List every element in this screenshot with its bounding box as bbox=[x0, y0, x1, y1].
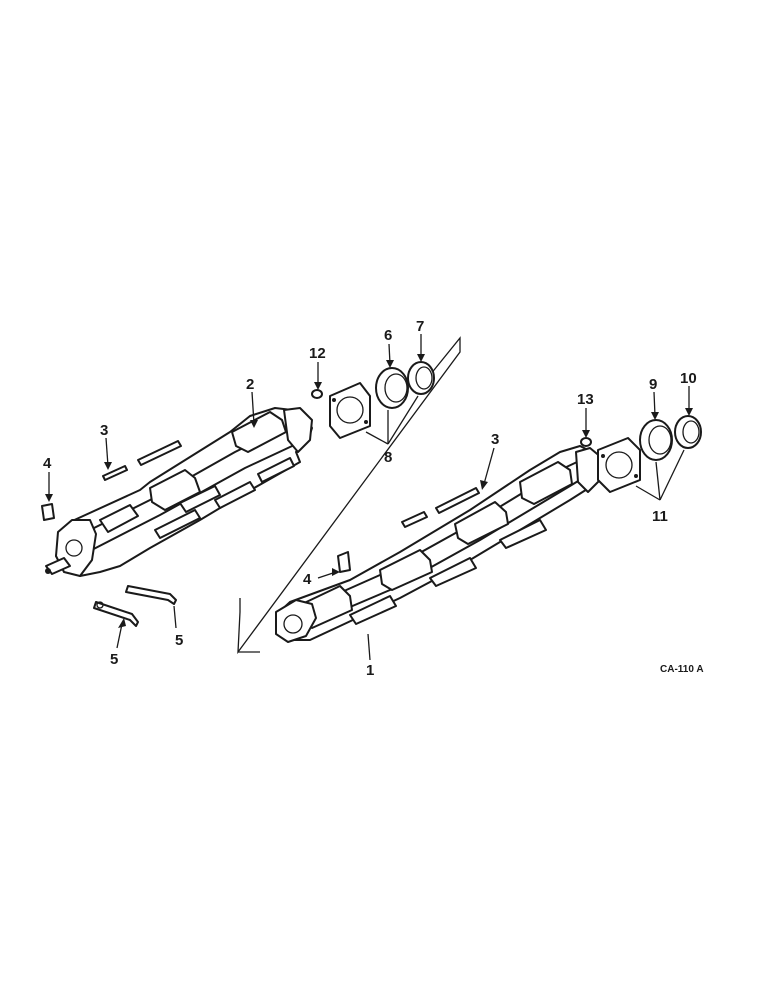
callout-9: 9 bbox=[649, 376, 657, 393]
bearing-6 bbox=[375, 367, 409, 409]
bearing-flange-left bbox=[329, 382, 371, 439]
figure-code: CA-110 A bbox=[660, 664, 704, 675]
callout-5-upper: 5 bbox=[175, 632, 183, 649]
callout-7: 7 bbox=[416, 318, 424, 335]
bolt-12 bbox=[311, 389, 323, 399]
leader-lines bbox=[45, 334, 693, 661]
callout-8: 8 bbox=[384, 449, 392, 466]
clip-right bbox=[337, 551, 351, 573]
clip-left bbox=[41, 503, 55, 521]
callout-13: 13 bbox=[577, 391, 594, 408]
callout-10: 10 bbox=[680, 370, 697, 387]
shear-pin-right bbox=[401, 487, 480, 528]
callout-3-right: 3 bbox=[491, 431, 499, 448]
callout-4-right: 4 bbox=[303, 571, 312, 588]
strap-lower bbox=[93, 601, 139, 627]
collar-10 bbox=[674, 415, 702, 449]
collar-7 bbox=[407, 361, 435, 395]
callout-11: 11 bbox=[652, 508, 668, 525]
bearing-9 bbox=[639, 419, 673, 461]
callout-4-left: 4 bbox=[43, 455, 52, 472]
callout-1: 1 bbox=[366, 662, 374, 679]
bearing-flange-right bbox=[597, 437, 641, 493]
bolt-13 bbox=[580, 437, 592, 447]
rotor-assembly-right bbox=[237, 336, 603, 655]
callout-2: 2 bbox=[246, 376, 254, 393]
rotor-assembly-left bbox=[45, 407, 313, 577]
callout-12: 12 bbox=[309, 345, 326, 362]
callout-6: 6 bbox=[384, 327, 392, 344]
strap-upper bbox=[125, 585, 177, 605]
callout-5-lower: 5 bbox=[110, 651, 118, 668]
shear-pin-left bbox=[102, 440, 182, 481]
callout-3-left: 3 bbox=[100, 422, 108, 439]
